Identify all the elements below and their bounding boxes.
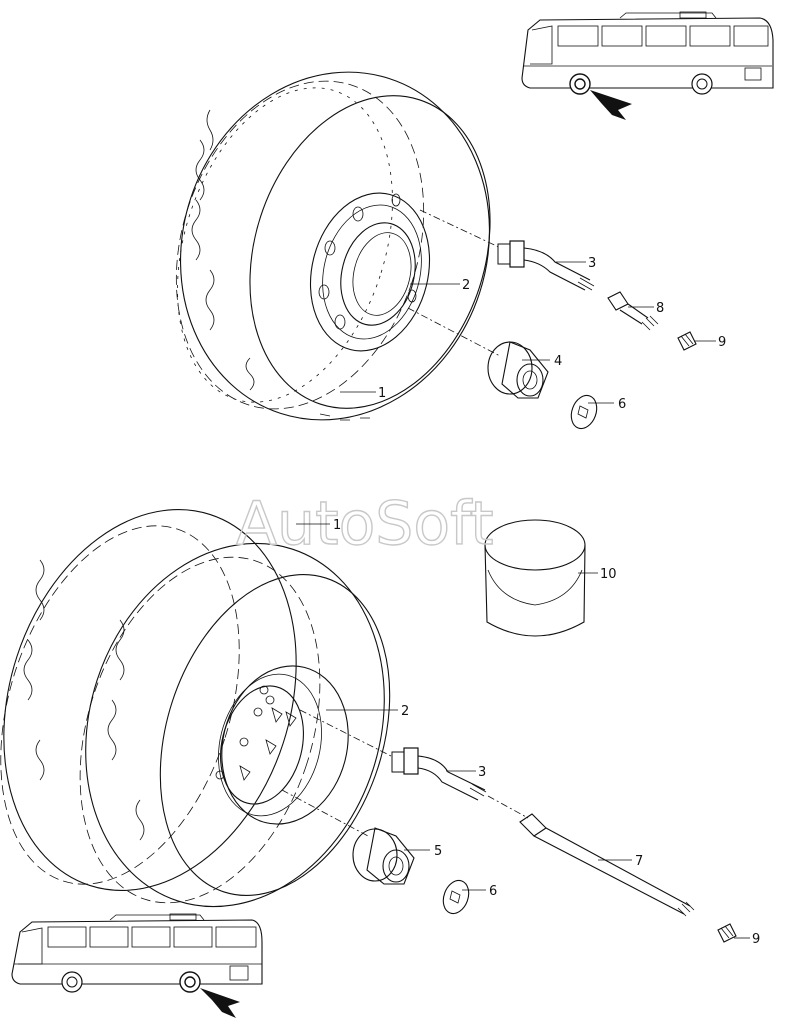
callout-9-top: 9: [718, 335, 726, 350]
callout-1-top: 1: [378, 386, 386, 401]
callout-6-bottom: 6: [489, 884, 497, 899]
valve-adapter-8: [607, 291, 659, 331]
callout-7: 7: [635, 854, 643, 869]
watermark-text: AutoSoft: [236, 489, 494, 559]
callout-10: 10: [600, 567, 617, 582]
callout-9-bottom: 9: [752, 932, 760, 947]
valve-tube-7: [519, 813, 695, 917]
rim-dual: [215, 665, 349, 825]
valve-cap-9-bottom: [717, 923, 737, 943]
wheel-nut-5: [352, 827, 415, 885]
nut-cap-6-bottom: [442, 879, 470, 915]
tire-dual-inner: [79, 542, 391, 908]
callout-6-top: 6: [618, 397, 626, 412]
tire-dual-outer: [0, 509, 297, 891]
valve-extension-bottom: [391, 747, 487, 801]
bus-locator-icon-top: [521, 11, 774, 120]
callout-4: 4: [554, 354, 562, 369]
callout-2-bottom: 2: [401, 704, 409, 719]
valve-extension-top: [497, 240, 595, 291]
valve-cap-9-top: [677, 331, 697, 351]
tire-single: [175, 71, 491, 421]
rim-single: [309, 192, 431, 352]
wheel-nut-4: [487, 341, 549, 399]
callout-2-top: 2: [462, 278, 470, 293]
nut-cap-6-top: [570, 394, 598, 430]
callout-1-bottom: 1: [333, 518, 341, 533]
callout-8: 8: [656, 301, 664, 316]
callout-5: 5: [434, 844, 442, 859]
grease-bucket-10: [484, 519, 586, 637]
bus-locator-icon-bottom: [11, 913, 263, 1018]
callout-3-bottom: 3: [478, 765, 486, 780]
callout-3-top: 3: [588, 256, 596, 271]
